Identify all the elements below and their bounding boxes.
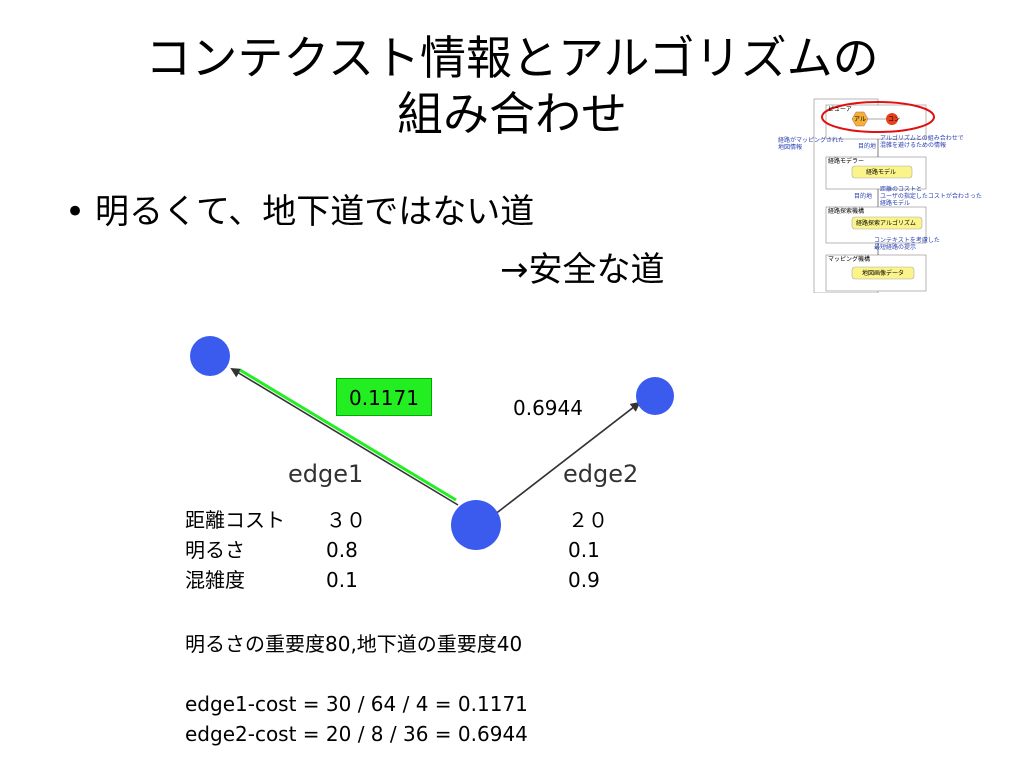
table-edge2-column: ２０ 0.1 0.9 — [568, 505, 608, 595]
edge1-label: edge1 — [288, 460, 364, 488]
table-edge1-column: ３０ 0.8 0.1 — [326, 505, 366, 595]
edge1-weight: 0.1171 — [336, 378, 432, 416]
thumb-destination-1: 目的地 — [858, 143, 877, 150]
slide-title: コンテクスト情報とアルゴリズムの 組み合わせ — [0, 30, 1024, 142]
edge2-value: 0.1 — [568, 538, 600, 562]
edge1-line — [230, 367, 459, 506]
architecture-thumbnail: ビューア アル コン 経路がマッピングされた 地図情報 目的地 アルゴリズムとの… — [778, 97, 996, 293]
node-origin — [451, 500, 501, 550]
row-label: 明るさ — [185, 538, 245, 562]
edge1-cost-formula: edge1-cost = 30 / 64 / 4 = 0.1171 — [185, 692, 528, 716]
thumb-search-algo: 経路探索アルゴリズム — [856, 220, 916, 227]
thumb-modeler-label: 経路モデラー — [828, 158, 865, 165]
bullet-text: 明るくて、地下道ではない道 — [95, 192, 535, 232]
thumb-route-model: 経路モデル — [866, 169, 897, 176]
thumb-algo-node: アル — [854, 116, 866, 123]
title-line-1: コンテクスト情報とアルゴリズムの — [145, 31, 879, 85]
table-row-labels: 距離コスト 明るさ 混雑度 — [185, 505, 285, 595]
thumb-search-label: 経路探索機構 — [828, 208, 865, 215]
bullet-item: •明るくて、地下道ではない道 — [65, 190, 534, 234]
bullet-marker: • — [65, 192, 86, 232]
node-right — [636, 377, 674, 415]
edge1-highlight-line — [239, 368, 457, 502]
thumb-low-note: コンテキストを考慮した 最短経路の提示 — [874, 237, 940, 251]
thumb-mid-note: 距離のコストと ユーザの指定したコストが合わさった 経路モデル — [880, 186, 982, 207]
bullet-result: →安全な道 — [500, 250, 665, 290]
edge2-value: 0.9 — [568, 568, 600, 592]
edge2-line — [493, 401, 641, 516]
thumb-mapping-label: マッピング機構 — [828, 256, 871, 263]
thumb-left-note: 経路がマッピングされた 地図情報 — [778, 137, 845, 151]
thumb-context-node: コン — [888, 116, 901, 123]
thumb-destination-2: 目的地 — [854, 193, 873, 200]
edge2-label: edge2 — [563, 460, 639, 488]
thumb-map-data: 地図画像データ — [862, 270, 905, 277]
node-left — [190, 336, 230, 376]
importance-note: 明るさの重要度80,地下道の重要度40 — [185, 632, 523, 656]
edge1-value: 0.8 — [326, 538, 358, 562]
edge1-value: 0.1 — [326, 568, 358, 592]
edge2-value: ２０ — [568, 508, 608, 532]
edge1-value: ３０ — [326, 508, 366, 532]
thumb-top-note: アルゴリズムとの組み合わせで 混雑を避けるための情報 — [880, 135, 964, 149]
edge2-weight: 0.6944 — [513, 396, 583, 420]
row-label: 混雑度 — [185, 568, 245, 592]
thumb-view-label: ビューア — [828, 106, 852, 113]
row-label: 距離コスト — [185, 508, 285, 532]
thumbnail-frames — [813, 98, 935, 293]
title-line-2: 組み合わせ — [397, 87, 627, 141]
edge2-cost-formula: edge2-cost = 20 / 8 / 36 = 0.6944 — [185, 722, 528, 746]
